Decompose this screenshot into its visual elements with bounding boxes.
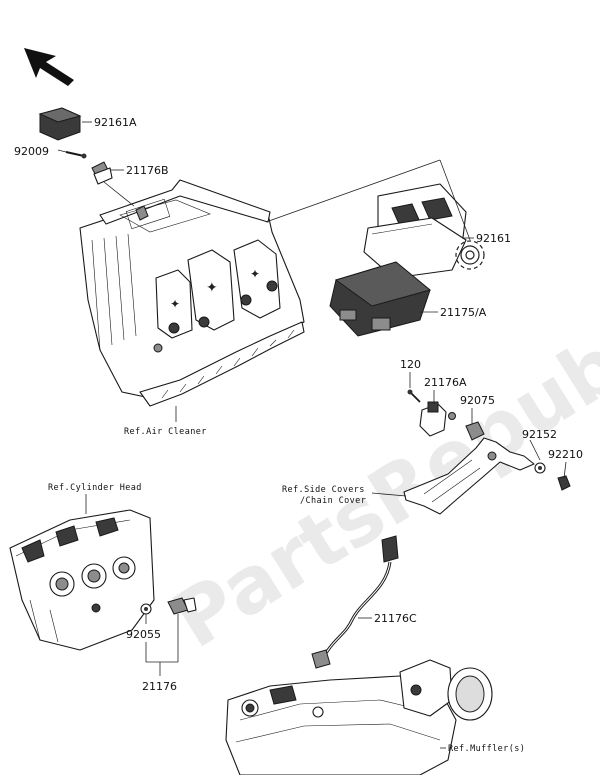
- label-120: 120: [400, 358, 421, 371]
- part-92161A-cap: [38, 107, 82, 141]
- ref-chain-cover: /Chain Cover: [300, 496, 366, 506]
- air-cleaner-housing: ✦ ✦ ✦: [79, 179, 305, 407]
- ref-air-cleaner: Ref.Air Cleaner: [124, 427, 207, 437]
- cylinder-head: [9, 509, 155, 651]
- part-21176A-sensor: [407, 389, 485, 441]
- label-21176: 21176: [142, 680, 177, 693]
- ref-side-covers: Ref.Side Covers: [282, 485, 365, 495]
- ref-cylinder-head: Ref.Cylinder Head: [48, 483, 142, 493]
- leader-lines: [57, 121, 567, 749]
- ref-muffler: Ref.Muffler(s): [448, 744, 525, 754]
- part-21176-sensor: [167, 597, 197, 615]
- gear-icon: [455, 240, 485, 270]
- part-21175A-ecu: [329, 261, 432, 337]
- label-92210: 92210: [548, 448, 583, 461]
- part-21176B-sensor: [91, 161, 135, 207]
- label-21175A: 21175/A: [440, 306, 487, 319]
- label-21176A: 21176A: [424, 376, 467, 389]
- label-92055: 92055: [126, 628, 161, 641]
- label-21176C: 21176C: [374, 612, 417, 625]
- sensor-bracket: [403, 437, 571, 515]
- muffler: [225, 659, 493, 776]
- label-92161: 92161: [476, 232, 511, 245]
- label-92161A: 92161A: [94, 116, 137, 129]
- part-21176C-o2-sensor: [311, 535, 399, 669]
- svg-text:✦: ✦: [170, 297, 180, 311]
- part-92055-washer: [140, 603, 152, 615]
- label-92075: 92075: [460, 394, 495, 407]
- label-92009: 92009: [14, 145, 49, 158]
- svg-text:✦: ✦: [250, 267, 260, 281]
- part-92161-cover: [363, 183, 467, 279]
- arrow-up-left-icon: [24, 48, 74, 86]
- label-21176B: 21176B: [126, 164, 169, 177]
- part-92009-screw: [65, 151, 87, 159]
- label-92152: 92152: [522, 428, 557, 441]
- svg-text:✦: ✦: [206, 280, 218, 296]
